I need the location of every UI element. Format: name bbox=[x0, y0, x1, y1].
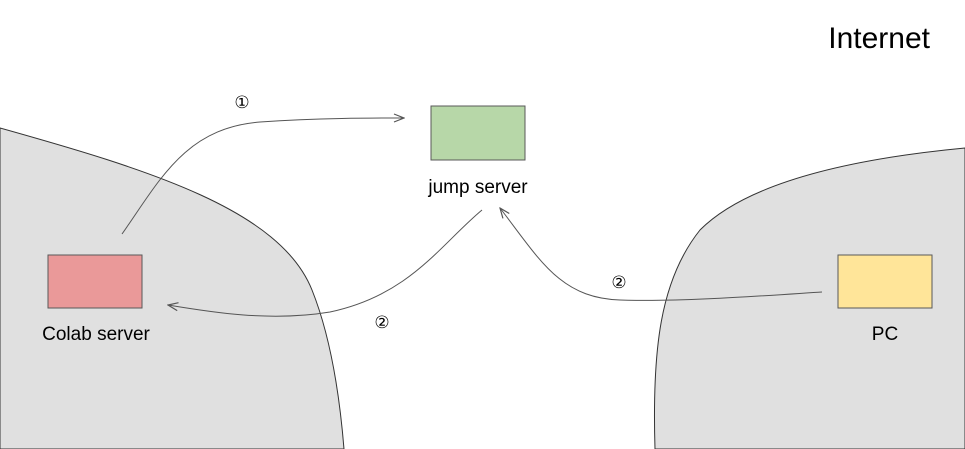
jump-server-label: jump server bbox=[427, 177, 528, 198]
pc-box bbox=[837, 254, 933, 309]
step-1-label: ① bbox=[234, 93, 249, 112]
arrow-pc-to-jump bbox=[500, 208, 823, 301]
pc-label: PC bbox=[872, 324, 898, 345]
colab-server-label: Colab server bbox=[42, 324, 150, 345]
jump-server-box bbox=[430, 105, 526, 161]
left-network-region bbox=[0, 127, 345, 449]
arrow-colab-to-jump bbox=[121, 118, 404, 235]
internet-label: Internet bbox=[828, 22, 930, 55]
step-2-label-right: ② bbox=[611, 273, 626, 292]
step-2-label-left: ② bbox=[374, 313, 389, 332]
colab-server-box bbox=[47, 254, 143, 309]
arrow-jump-to-colab bbox=[168, 209, 483, 317]
right-network-region bbox=[653, 147, 965, 449]
